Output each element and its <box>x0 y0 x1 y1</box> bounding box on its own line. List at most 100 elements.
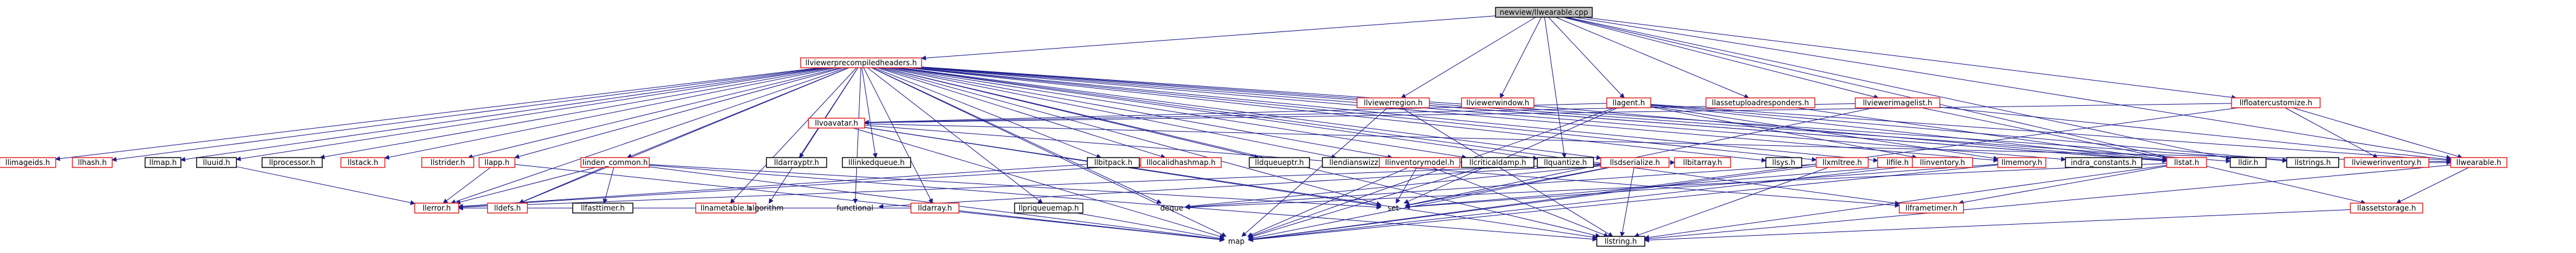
edge-llwearable-to-llassetstorage <box>2396 167 2470 204</box>
node-label: functional <box>837 204 873 212</box>
edge-llviewerregion-to-llstring <box>1401 107 1613 237</box>
edge <box>1644 165 2167 240</box>
node-box <box>1014 203 1084 214</box>
node-lluuid[interactable]: lluuid.h <box>196 157 237 168</box>
node-lldefs[interactable]: lldefs.h <box>487 203 528 214</box>
edge-linden_common-to-lldefs <box>518 167 604 204</box>
node-llquantize[interactable]: llquantize.h <box>1536 157 1594 168</box>
node-llfloatercustomize[interactable]: llfloatercustomize.h <box>2231 97 2321 108</box>
edge <box>892 67 1467 159</box>
node-llprocessor[interactable]: llprocessor.h <box>261 157 323 168</box>
node-box <box>841 157 912 168</box>
node-llfile[interactable]: llfile.h <box>1877 157 1918 168</box>
node-llmap[interactable]: llmap.h <box>145 157 181 168</box>
node-llagent[interactable]: llagent.h <box>1606 97 1652 108</box>
node-pch[interactable]: llviewerprecompiledheaders.h <box>800 57 923 68</box>
node-llnametable[interactable]: llnametable.h <box>695 203 757 214</box>
edge <box>1405 164 1913 209</box>
edge <box>768 67 859 204</box>
node-llbitpack[interactable]: llbitpack.h <box>1086 157 1140 168</box>
node-llfasttimer[interactable]: llfasttimer.h <box>572 203 634 214</box>
node-llsdserialize[interactable]: llsdserialize.h <box>1600 157 1670 168</box>
edge <box>1405 167 1609 207</box>
node-label: llerror.h <box>423 204 451 212</box>
node-llsys[interactable]: llsys.h <box>1765 157 1802 168</box>
node-llhash[interactable]: llhash.h <box>71 157 113 168</box>
node-llapp[interactable]: llapp.h <box>479 157 515 168</box>
node-lldarray[interactable]: lldarray.h <box>910 203 960 214</box>
edge <box>864 103 2232 126</box>
edge-llinventorymodel-to-set <box>1396 167 1417 204</box>
node-llviewerinventory[interactable]: llviewerinventory.h <box>2343 157 2430 168</box>
node-label: llviewerregion.h <box>1364 98 1423 107</box>
node-llmemory[interactable]: llmemory.h <box>1997 157 2046 168</box>
node-llassetstorage[interactable]: llassetstorage.h <box>2350 203 2423 214</box>
node-box <box>1249 157 1310 168</box>
node-llstring[interactable]: llstring.h <box>1596 236 1645 247</box>
node-lllocalidhashmap[interactable]: lllocalidhashmap.h <box>1140 157 1222 168</box>
edge-llmemory-to-map <box>1248 164 1998 243</box>
node-llstrings[interactable]: llstrings.h <box>2286 157 2339 168</box>
node-label: llagent.h <box>1613 98 1645 107</box>
node-linden_common[interactable]: linden_common.h <box>580 157 650 168</box>
node-lldarrayptr[interactable]: lldarrayptr.h <box>766 157 827 168</box>
node-box <box>1356 97 1430 108</box>
node-llwearable[interactable]: llwearable.h <box>2450 157 2508 168</box>
node-lldqueueptr[interactable]: lldqueueptr.h <box>1249 157 1310 168</box>
node-box <box>1086 157 1140 168</box>
edge-root-to-llviewerimagelist <box>1563 17 1879 100</box>
node-llerror[interactable]: llerror.h <box>414 203 459 214</box>
node-llvoavatar[interactable]: llvoavatar.h <box>808 118 865 129</box>
node-label: llpriqueuemap.h <box>1019 204 1079 212</box>
node-box <box>1140 157 1222 168</box>
node-llimageids[interactable]: llimageids.h <box>0 157 57 168</box>
edge <box>458 163 1601 210</box>
node-lldir[interactable]: lldir.h <box>2230 157 2267 168</box>
node-llpriqueuemap[interactable]: llpriqueuemap.h <box>1014 203 1084 214</box>
node-llviewerwindow[interactable]: llviewerwindow.h <box>1461 97 1535 108</box>
edge <box>853 67 862 204</box>
node-llbitarray[interactable]: llbitarray.h <box>1674 157 1731 168</box>
node-label: llsdserialize.h <box>1610 158 1660 167</box>
node-label: llframetimer.h <box>1906 204 1958 212</box>
edge <box>1429 105 2168 164</box>
node-llcriticaldamp[interactable]: llcriticaldamp.h <box>1461 157 1535 168</box>
node-box <box>414 203 459 214</box>
edge-llinventory-to-set <box>1405 164 1913 209</box>
node-label: llassetuploadresponders.h <box>1712 98 1809 107</box>
edge <box>1248 166 1816 242</box>
node-llxmltree[interactable]: llxmltree.h <box>1815 157 1869 168</box>
node-llframetimer[interactable]: llframetimer.h <box>1899 203 1964 214</box>
node-llviewerregion[interactable]: llviewerregion.h <box>1356 97 1430 108</box>
edge <box>1921 107 2168 160</box>
edge-llviewerregion-to-llstat <box>1429 105 2168 164</box>
edge-root-to-pch <box>921 15 1496 61</box>
node-llassetuploadresponders[interactable]: llassetuploadresponders.h <box>1705 97 1816 108</box>
edge <box>1500 17 1542 98</box>
edge-llagent-to-llinventory <box>1650 106 1917 159</box>
node-llstrider[interactable]: llstrider.h <box>421 157 475 168</box>
node-functional: functional <box>837 204 873 212</box>
node-box <box>1461 157 1535 168</box>
edge-llagent-to-llstat <box>1650 105 2168 163</box>
node-llstat[interactable]: llstat.h <box>2166 157 2208 168</box>
edge <box>1076 212 1225 241</box>
edge <box>871 67 1227 237</box>
node-indra_constants[interactable]: indra_constants.h <box>2065 157 2142 168</box>
node-label: llstring.h <box>1605 237 1637 246</box>
node-label: llstrider.h <box>431 158 465 167</box>
edge-pch-to-lluuid <box>236 67 830 161</box>
node-label: llviewerwindow.h <box>1466 98 1529 107</box>
node-box <box>1606 97 1652 108</box>
node-llstack[interactable]: llstack.h <box>340 157 386 168</box>
edge <box>1795 107 2168 162</box>
node-llinventory[interactable]: llinventory.h <box>1912 157 1973 168</box>
node-lllinkedqueue[interactable]: lllinkedqueue.h <box>841 157 912 168</box>
node-llinventorymodel[interactable]: llinventorymodel.h <box>1378 157 1461 168</box>
node-llviewerimagelist[interactable]: llviewerimagelist.h <box>1854 97 1941 108</box>
node-label: llstack.h <box>348 158 378 167</box>
edge-llinventorymodel-to-llstring <box>1432 167 1609 238</box>
node-root[interactable]: newview/llwearable.cpp <box>1495 7 1593 18</box>
node-box <box>800 57 923 68</box>
